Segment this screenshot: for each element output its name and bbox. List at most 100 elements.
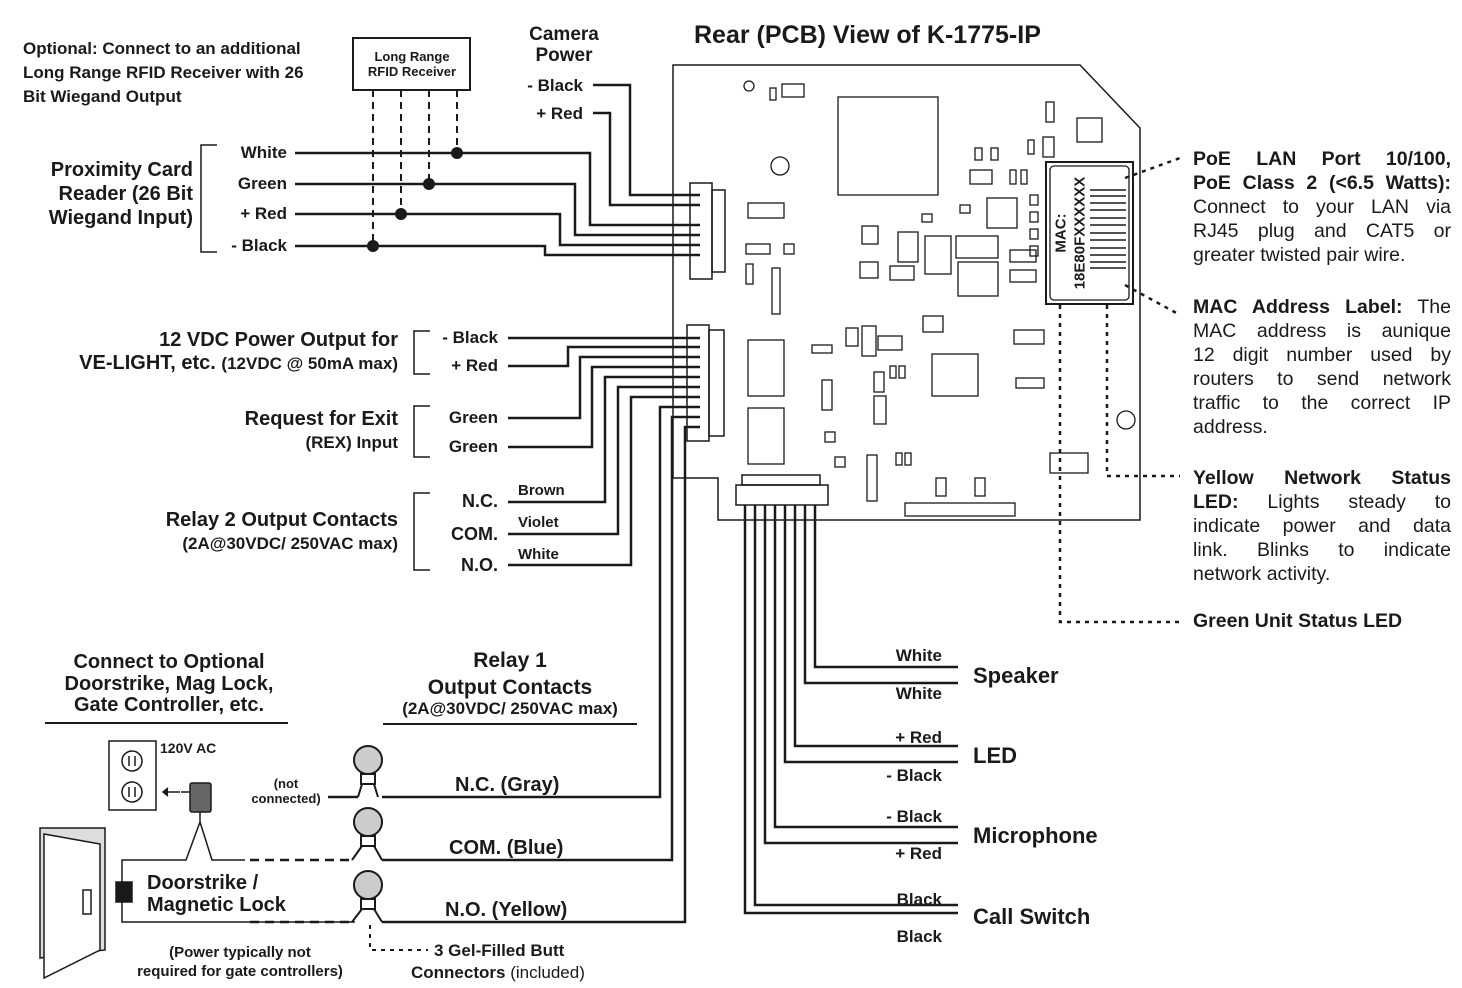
- yellow-title: LED:: [1193, 491, 1239, 513]
- connector-bottom: [735, 474, 829, 506]
- yellow-body: Lights steady to: [1238, 491, 1451, 513]
- vdc-rating: (12VDC @ 50mA max): [221, 354, 398, 373]
- speaker-wire-2: White: [895, 684, 942, 703]
- rex-label-1: Request for Exit: [244, 408, 398, 430]
- mac-body: MAC address is aunique: [1193, 320, 1451, 342]
- prox-wire-black: - Black: [231, 236, 287, 255]
- bracket-relay2: [413, 492, 430, 571]
- header-line: Output Contacts: [427, 676, 593, 699]
- speaker-label: Speaker: [973, 663, 1059, 688]
- camera-wire-red: + Red: [536, 104, 583, 123]
- switch-wire-1: Black: [896, 890, 942, 909]
- note-line: Long Range RFID Receiver with 26: [23, 63, 304, 82]
- junction-dots: [367, 147, 463, 252]
- rfid-dashed-wires: [372, 90, 458, 246]
- relay1-com-label: COM. (Blue): [449, 837, 564, 859]
- mac-body: address.: [1193, 416, 1268, 438]
- pcb-outline: [672, 64, 1141, 521]
- mac-body: The: [1402, 296, 1451, 318]
- note-line: (not: [273, 776, 299, 791]
- wire-led-red: [793, 505, 958, 748]
- yellow-body: indicate power and data: [1193, 515, 1451, 537]
- doorstrike-header: Connect to Optional Doorstrike, Mag Lock…: [64, 651, 274, 717]
- mic-wire-red: + Red: [895, 844, 942, 863]
- butt-connectors: [351, 745, 383, 923]
- bracket-vdc: [413, 330, 430, 375]
- poe-body: Connect to your LAN via: [1193, 196, 1451, 218]
- wire-camera-red: [593, 111, 700, 207]
- label-line: Magnetic Lock: [147, 894, 286, 916]
- wire-prox-black: [295, 244, 700, 257]
- mac-prefix: MAC:: [1052, 213, 1070, 253]
- rex-wire-green-1: Green: [448, 408, 498, 427]
- bracket-rex: [413, 405, 430, 458]
- optional-rfid-note: Optional: Connect to an additional Long …: [23, 37, 304, 109]
- led-wire-red: + Red: [895, 728, 942, 747]
- poe-body: greater twisted pair wire.: [1193, 244, 1406, 266]
- call-switch-label: Call Switch: [973, 904, 1091, 929]
- poe-title-1: PoE LAN Port 10/100,: [1193, 148, 1451, 170]
- wire-switch-2: [743, 505, 958, 915]
- wire-mic-red: [763, 505, 958, 845]
- wire-vdc-red: [508, 345, 700, 368]
- note-green-led: Green Unit Status LED: [1193, 610, 1403, 632]
- door-icon: [39, 827, 133, 980]
- outlet-label: 120V AC: [160, 740, 217, 756]
- wire-rex-green-1: [508, 355, 700, 420]
- mac-body: traffic to the correct IP: [1193, 392, 1451, 414]
- rfid-line: Long Range: [374, 49, 450, 64]
- relay2-nc: N.C.: [462, 491, 498, 511]
- page-title: Rear (PCB) View of K-1775-IP: [694, 21, 1041, 49]
- label-line: Doorstrike /: [147, 872, 259, 894]
- wire-speaker-2: [803, 505, 958, 685]
- prox-wire-white: White: [240, 143, 287, 162]
- bracket-prox: [200, 144, 217, 253]
- header-line: Doorstrike, Mag Lock,: [64, 672, 274, 695]
- note-line: connected): [251, 791, 321, 806]
- yellow-body: network activity.: [1193, 563, 1331, 585]
- connector-top: [689, 182, 726, 280]
- poe-body: RJ45 plug and CAT5 or: [1193, 220, 1451, 242]
- camera-power-title: Camera Power: [529, 24, 599, 66]
- wire-relay2-violet: [508, 385, 700, 536]
- wire-mic-black: [773, 505, 958, 829]
- relay2-com: COM.: [451, 524, 498, 544]
- relay1-rating: (2A@30VDC/ 250VAC max): [402, 699, 618, 718]
- wire-prox-red: [295, 212, 700, 247]
- rfid-line: RFID Receiver: [367, 64, 457, 79]
- note-mac: MAC Address Label: The MAC address is au…: [1193, 295, 1451, 439]
- yellow-body: link. Blinks to indicate: [1193, 539, 1451, 561]
- relay1-no-label: N.O. (Yellow): [445, 899, 568, 921]
- note-line: Optional: Connect to an additional: [23, 39, 301, 58]
- butt-connectors-line2: Connectors (included): [411, 964, 585, 981]
- wire-camera-black: [593, 83, 700, 197]
- wire-switch-1: [753, 505, 958, 907]
- led-label: LED: [973, 743, 1017, 768]
- barcode: [1090, 189, 1126, 269]
- dashed-door-wires: [250, 858, 350, 924]
- wire-relay1-com: [382, 415, 700, 862]
- poe-title-2: PoE Class 2 (<6.5 Watts):: [1193, 172, 1451, 194]
- relay2-label-1: Relay 2 Output Contacts: [165, 509, 398, 531]
- callout-lines: [1058, 156, 1181, 624]
- yellow-title: Yellow Network Status: [1193, 467, 1451, 489]
- rex-wire-green-2: Green: [448, 437, 498, 456]
- butt-connectors-bold: Connectors: [411, 963, 506, 982]
- wire-led-black: [783, 505, 958, 764]
- power-adapter-icon: [121, 782, 355, 923]
- proximity-label: Proximity Card Reader (26 Bit Wiegand In…: [49, 158, 193, 230]
- mac-body: 12 digit number used by: [1193, 344, 1451, 366]
- doorstrike-label: Doorstrike / Magnetic Lock: [147, 872, 286, 916]
- label-line: Proximity Card: [50, 159, 193, 181]
- relay2-label-2: (2A@30VDC/ 250VAC max): [182, 534, 398, 553]
- relay2-color-white: White: [518, 546, 559, 563]
- mic-wire-black: - Black: [886, 807, 942, 826]
- mac-title: MAC Address Label:: [1193, 296, 1403, 318]
- mac-value: 18E80FXXXXXX: [1071, 176, 1089, 290]
- header-line: Connect to Optional: [73, 651, 265, 673]
- butt-connectors-normal: (included): [510, 963, 585, 982]
- switch-wire-2: Black: [896, 927, 942, 946]
- wire-relay1-nc: [382, 405, 700, 799]
- prox-wire-red: + Red: [240, 204, 287, 223]
- speaker-wire-1: White: [895, 646, 942, 665]
